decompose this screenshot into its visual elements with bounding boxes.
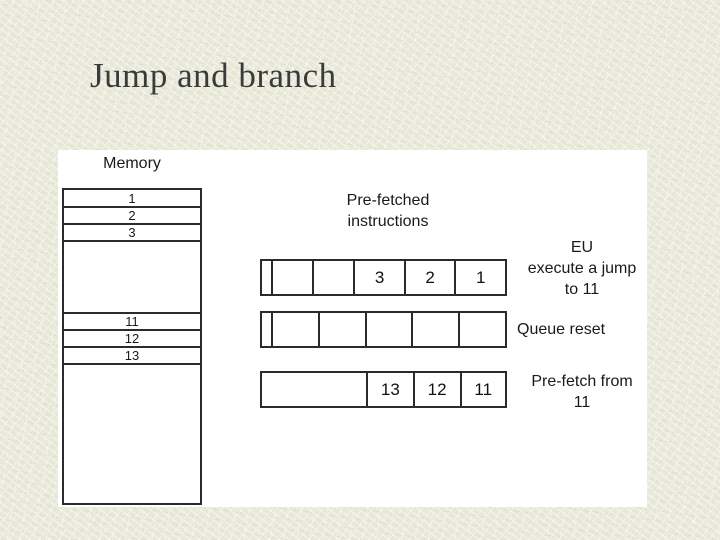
queue-cell	[271, 313, 318, 346]
queue-prefetched: 3 2 1	[260, 259, 507, 296]
prefetched-caption-line2: instructions	[347, 213, 429, 230]
queue-cell	[271, 261, 312, 294]
queue-cell: 2	[403, 261, 455, 294]
slide-title: Jump and branch	[90, 56, 337, 95]
memory-label: Memory	[103, 155, 161, 172]
prefetched-caption-line1: Pre-fetched	[346, 192, 430, 209]
annotation-prefetch-line2: 11	[573, 394, 591, 411]
annotation-eu-line1: EU	[570, 239, 594, 256]
queue-cell	[458, 313, 505, 346]
diagram-panel: Memory 1 2 3 11 12 13 Pre-fetched instru…	[58, 150, 647, 507]
memory-box: 1 2 3 11 12 13	[62, 188, 202, 505]
queue-cell	[262, 313, 271, 346]
queue-cell	[364, 313, 412, 346]
memory-row-13: 13	[64, 348, 200, 365]
queue-cell	[262, 261, 271, 294]
annotation-eu-line2: execute a jump	[527, 260, 637, 277]
prefetched-caption: Pre-fetched instructions	[300, 190, 476, 232]
annotation-prefetch: Pre-fetch from 11	[513, 371, 651, 413]
memory-row-bottom	[64, 365, 200, 503]
queue-cell: 13	[366, 373, 413, 406]
memory-row-1: 1	[64, 190, 200, 208]
annotation-eu-line3: to 11	[564, 281, 600, 298]
queue-cell	[411, 313, 458, 346]
annotation-prefetch-line1: Pre-fetch from	[531, 373, 633, 390]
annotation-eu-jump: EU execute a jump to 11	[513, 237, 651, 300]
queue-cell: 11	[459, 373, 505, 406]
queue-reset	[260, 311, 507, 348]
memory-row-gap	[64, 242, 200, 314]
annotation-queue-reset: Queue reset	[517, 321, 606, 338]
queue-refill: 13 12 11	[260, 371, 507, 408]
memory-row-11: 11	[64, 314, 200, 331]
memory-row-3: 3	[64, 225, 200, 242]
memory-row-12: 12	[64, 331, 200, 348]
queue-cell	[312, 261, 353, 294]
queue-cell: 1	[454, 261, 505, 294]
queue-cell	[262, 373, 366, 406]
queue-cell	[317, 313, 365, 346]
memory-row-2: 2	[64, 208, 200, 225]
queue-cell: 12	[412, 373, 460, 406]
queue-cell: 3	[353, 261, 404, 294]
